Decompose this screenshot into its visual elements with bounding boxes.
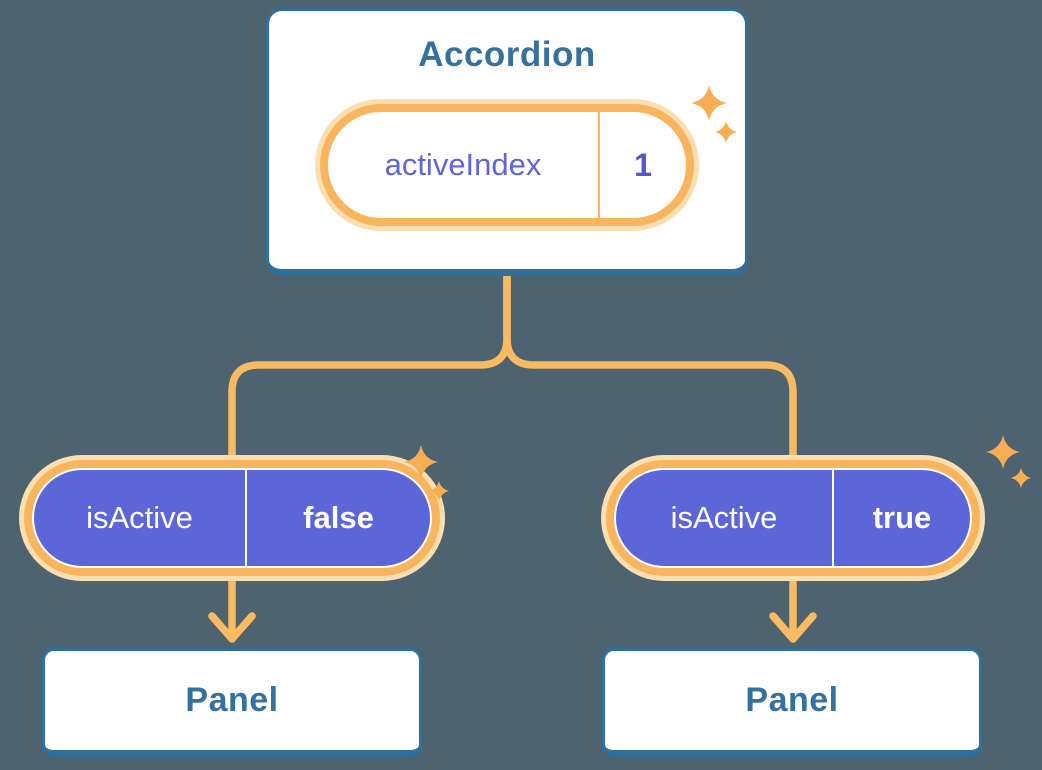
state-pill-label: activeIndex (384, 147, 542, 182)
panel-title: Panel (185, 681, 279, 719)
arrow-down-icon (769, 612, 817, 643)
state-pill-value: 1 (634, 146, 652, 183)
sparkle-icon (691, 85, 737, 143)
state-pill: activeIndex 1 (320, 104, 694, 226)
panel-card-left: Panel (42, 648, 422, 757)
prop-pill-right: isActive true (614, 468, 972, 568)
prop-pill-label: isActive (86, 500, 193, 535)
state-pill-divider (598, 112, 600, 218)
sparkle-icon (986, 435, 1031, 488)
panel-card-right: Panel (602, 648, 982, 757)
branch-line-right (503, 270, 797, 640)
prop-pill-value: false (303, 500, 374, 535)
prop-pill-value: true (872, 500, 932, 535)
prop-pill-left: isActive false (32, 468, 432, 568)
accordion-title: Accordion (418, 35, 596, 74)
prop-pill-label: isActive (670, 500, 778, 535)
panel-title: Panel (745, 681, 839, 719)
prop-pill-divider (832, 470, 834, 566)
branch-line-left (228, 270, 511, 640)
arrow-down-icon (208, 612, 256, 643)
sparkle-icon (404, 445, 449, 501)
prop-pill-divider (245, 470, 247, 566)
